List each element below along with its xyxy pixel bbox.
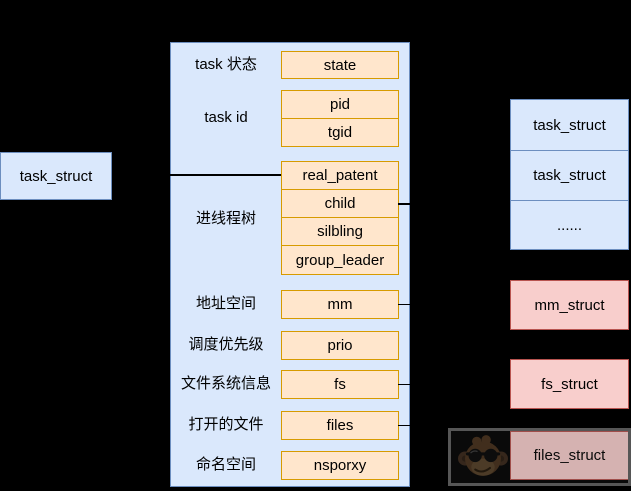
field-box-tgid: tgid xyxy=(281,118,399,147)
group-label-open-files: 打开的文件 xyxy=(188,416,264,433)
task-list-item: task_struct xyxy=(533,116,606,134)
connector-stub-fs xyxy=(398,383,414,386)
group-label-task-id: task id xyxy=(204,109,248,126)
field-box-child: child xyxy=(281,189,399,218)
field-box-silbling: silbling xyxy=(281,217,399,246)
task-list-item-ellipsis: ...... xyxy=(511,200,628,250)
field-box-real-patent: real_patent xyxy=(281,161,399,190)
group-label-task-state: task 状态 xyxy=(195,56,257,73)
task-struct-root-node: task_struct xyxy=(0,152,112,200)
connector-stub-child xyxy=(398,203,415,205)
task-list-item: task_struct xyxy=(511,150,628,200)
fs-struct-node: fs_struct xyxy=(510,359,629,409)
connector-line-real-patent xyxy=(170,174,281,176)
field-box-prio: prio xyxy=(281,331,399,360)
group-label-namespace: 命名空间 xyxy=(195,456,256,473)
field-box-mm: mm xyxy=(281,290,399,319)
field-box-state: state xyxy=(281,51,399,79)
field-box-group-leader: group_leader xyxy=(281,245,399,275)
field-box-files: files xyxy=(281,411,399,440)
monkey-face-sunglasses-icon xyxy=(458,435,508,476)
group-label-fs-info: 文件系统信息 xyxy=(180,375,271,392)
field-box-fs: fs xyxy=(281,370,399,399)
task-struct-root-label: task_struct xyxy=(19,167,93,185)
files-struct-node: files_struct xyxy=(510,431,629,480)
connector-stub-files xyxy=(398,424,414,427)
mm-struct-node: mm_struct xyxy=(510,280,629,330)
field-box-nsporxy: nsporxy xyxy=(281,451,399,480)
field-box-pid: pid xyxy=(281,90,399,119)
watermark-overlay xyxy=(448,428,631,486)
group-label-sched-prio: 调度优先级 xyxy=(188,336,264,353)
group-label-address-space: 地址空间 xyxy=(195,295,256,312)
task-list-stack: task_struct task_struct ...... xyxy=(510,99,629,250)
group-label-process-tree: 进线程树 xyxy=(195,210,256,227)
connector-stub-mm xyxy=(398,303,414,306)
